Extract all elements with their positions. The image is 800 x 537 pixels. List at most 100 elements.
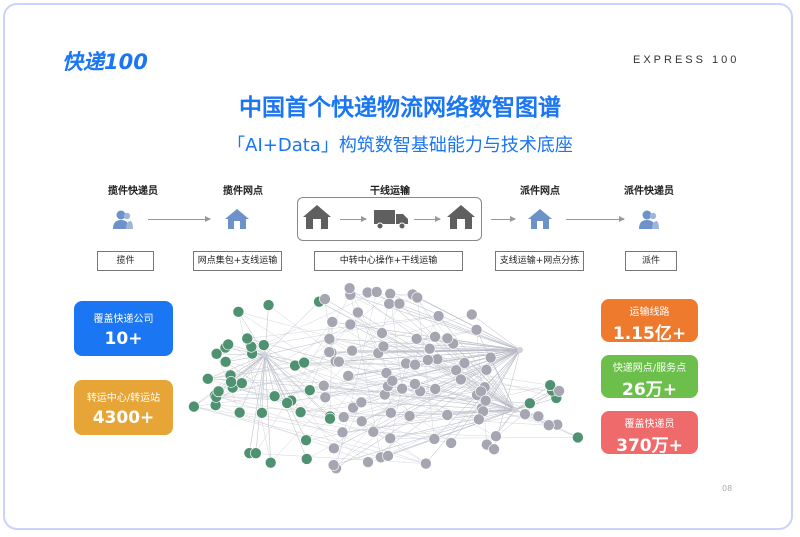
graph-edge — [514, 385, 551, 411]
graph-node — [386, 375, 399, 387]
step-box-delivery: 派件 — [625, 251, 677, 271]
graph-node — [323, 346, 335, 358]
graph-node — [410, 332, 423, 345]
graph-node — [232, 306, 245, 318]
step-label-delivery-courier: 派件快递员 — [624, 186, 674, 197]
graph-edge — [304, 362, 416, 365]
graph-edge — [249, 452, 426, 464]
graph-node — [441, 409, 454, 421]
graph-edge — [386, 372, 516, 411]
outlet-house-icon — [225, 209, 249, 229]
stat-card-outlets: 快递网点/服务点 26万+ — [601, 355, 698, 400]
graph-edge — [390, 293, 403, 389]
graph-node — [355, 396, 368, 409]
logo: 快递100 — [62, 50, 148, 74]
graph-node — [317, 379, 330, 392]
graph-edge — [295, 363, 407, 366]
graph-edge — [329, 346, 384, 419]
graph-node — [441, 332, 454, 345]
graph-node — [346, 344, 358, 357]
graph-edge — [329, 338, 521, 351]
graph-node — [455, 373, 467, 386]
graph-node — [342, 370, 354, 382]
graph-edge — [335, 291, 377, 469]
graph-node — [262, 299, 275, 311]
graph-node — [429, 330, 441, 343]
graph-node — [572, 431, 584, 444]
graph-node — [396, 382, 408, 395]
graph-node — [473, 413, 485, 426]
graph-node — [458, 357, 471, 369]
graph-node — [300, 434, 312, 446]
graph-node — [362, 456, 374, 468]
graph-node — [352, 306, 364, 319]
step-label-pickup-courier: 揽件快递员 — [108, 186, 158, 197]
graph-node — [347, 401, 359, 414]
graph-node — [383, 298, 395, 310]
graph-edge — [373, 349, 521, 433]
graph-node — [370, 286, 383, 298]
graph-node — [409, 378, 421, 390]
graph-edge — [427, 359, 478, 396]
graph-edge — [216, 336, 436, 398]
graph-node — [294, 406, 307, 418]
step-label-delivery-outlet: 派件网点 — [520, 186, 560, 197]
graph-hub-node — [517, 347, 523, 353]
graph-node — [429, 383, 442, 395]
graph-edge — [438, 315, 516, 411]
graph-node — [343, 282, 356, 294]
graph-node — [385, 407, 397, 419]
transit-center-house-icon — [303, 205, 331, 229]
graph-edge — [367, 349, 521, 463]
graph-edge — [390, 414, 526, 439]
destination-center-house-icon — [447, 205, 475, 229]
graph-node — [336, 426, 349, 439]
flow-arrow — [491, 216, 516, 222]
graph-node — [256, 407, 268, 419]
graph-edge — [264, 339, 331, 356]
step-label-trunk-transport: 干线运输 — [370, 186, 410, 197]
graph-node — [479, 394, 492, 407]
stat-card-companies: 覆盖快递公司 10+ — [74, 301, 173, 356]
graph-node — [333, 355, 345, 368]
graph-edge — [349, 376, 479, 420]
graph-edge — [270, 376, 350, 463]
graph-edge — [294, 314, 472, 366]
page-subtitle: 「AI+Data」构筑数智基础能力与技术底座 — [227, 135, 573, 156]
graph-edge — [207, 354, 266, 380]
stat-label: 快递网点/服务点 — [612, 363, 687, 374]
graph-edge — [490, 357, 516, 411]
graph-edge — [333, 379, 461, 466]
graph-edge — [232, 387, 486, 401]
graph-node — [250, 447, 262, 459]
graph-edge — [238, 311, 557, 399]
trunk-group-box — [297, 197, 482, 241]
graph-node — [445, 437, 457, 449]
graph-node — [532, 410, 545, 423]
graph-node — [384, 432, 397, 445]
stat-label: 覆盖快递员 — [624, 419, 675, 430]
graph-node — [488, 443, 500, 456]
graph-node — [428, 433, 441, 445]
graph-node — [233, 406, 246, 419]
graph-edge — [361, 391, 421, 422]
truck-icon — [374, 210, 408, 230]
graph-node — [236, 377, 248, 390]
graph-node — [377, 340, 390, 353]
graph-edge — [264, 301, 320, 356]
graph-node — [376, 327, 388, 339]
graph-edge — [286, 324, 351, 404]
graph-node — [420, 457, 432, 470]
graph-node — [480, 364, 493, 376]
graph-node — [212, 385, 225, 398]
graph-node — [327, 459, 340, 471]
graph-edge — [238, 311, 435, 440]
graph-node — [519, 408, 531, 421]
graph-edge — [343, 387, 485, 418]
step-label-pickup-outlet: 揽件网点 — [223, 186, 263, 197]
graph-edge — [264, 354, 288, 404]
graph-edge — [417, 297, 435, 439]
graph-edge — [241, 354, 266, 384]
graph-edge — [264, 354, 292, 401]
graph-node — [264, 456, 277, 469]
